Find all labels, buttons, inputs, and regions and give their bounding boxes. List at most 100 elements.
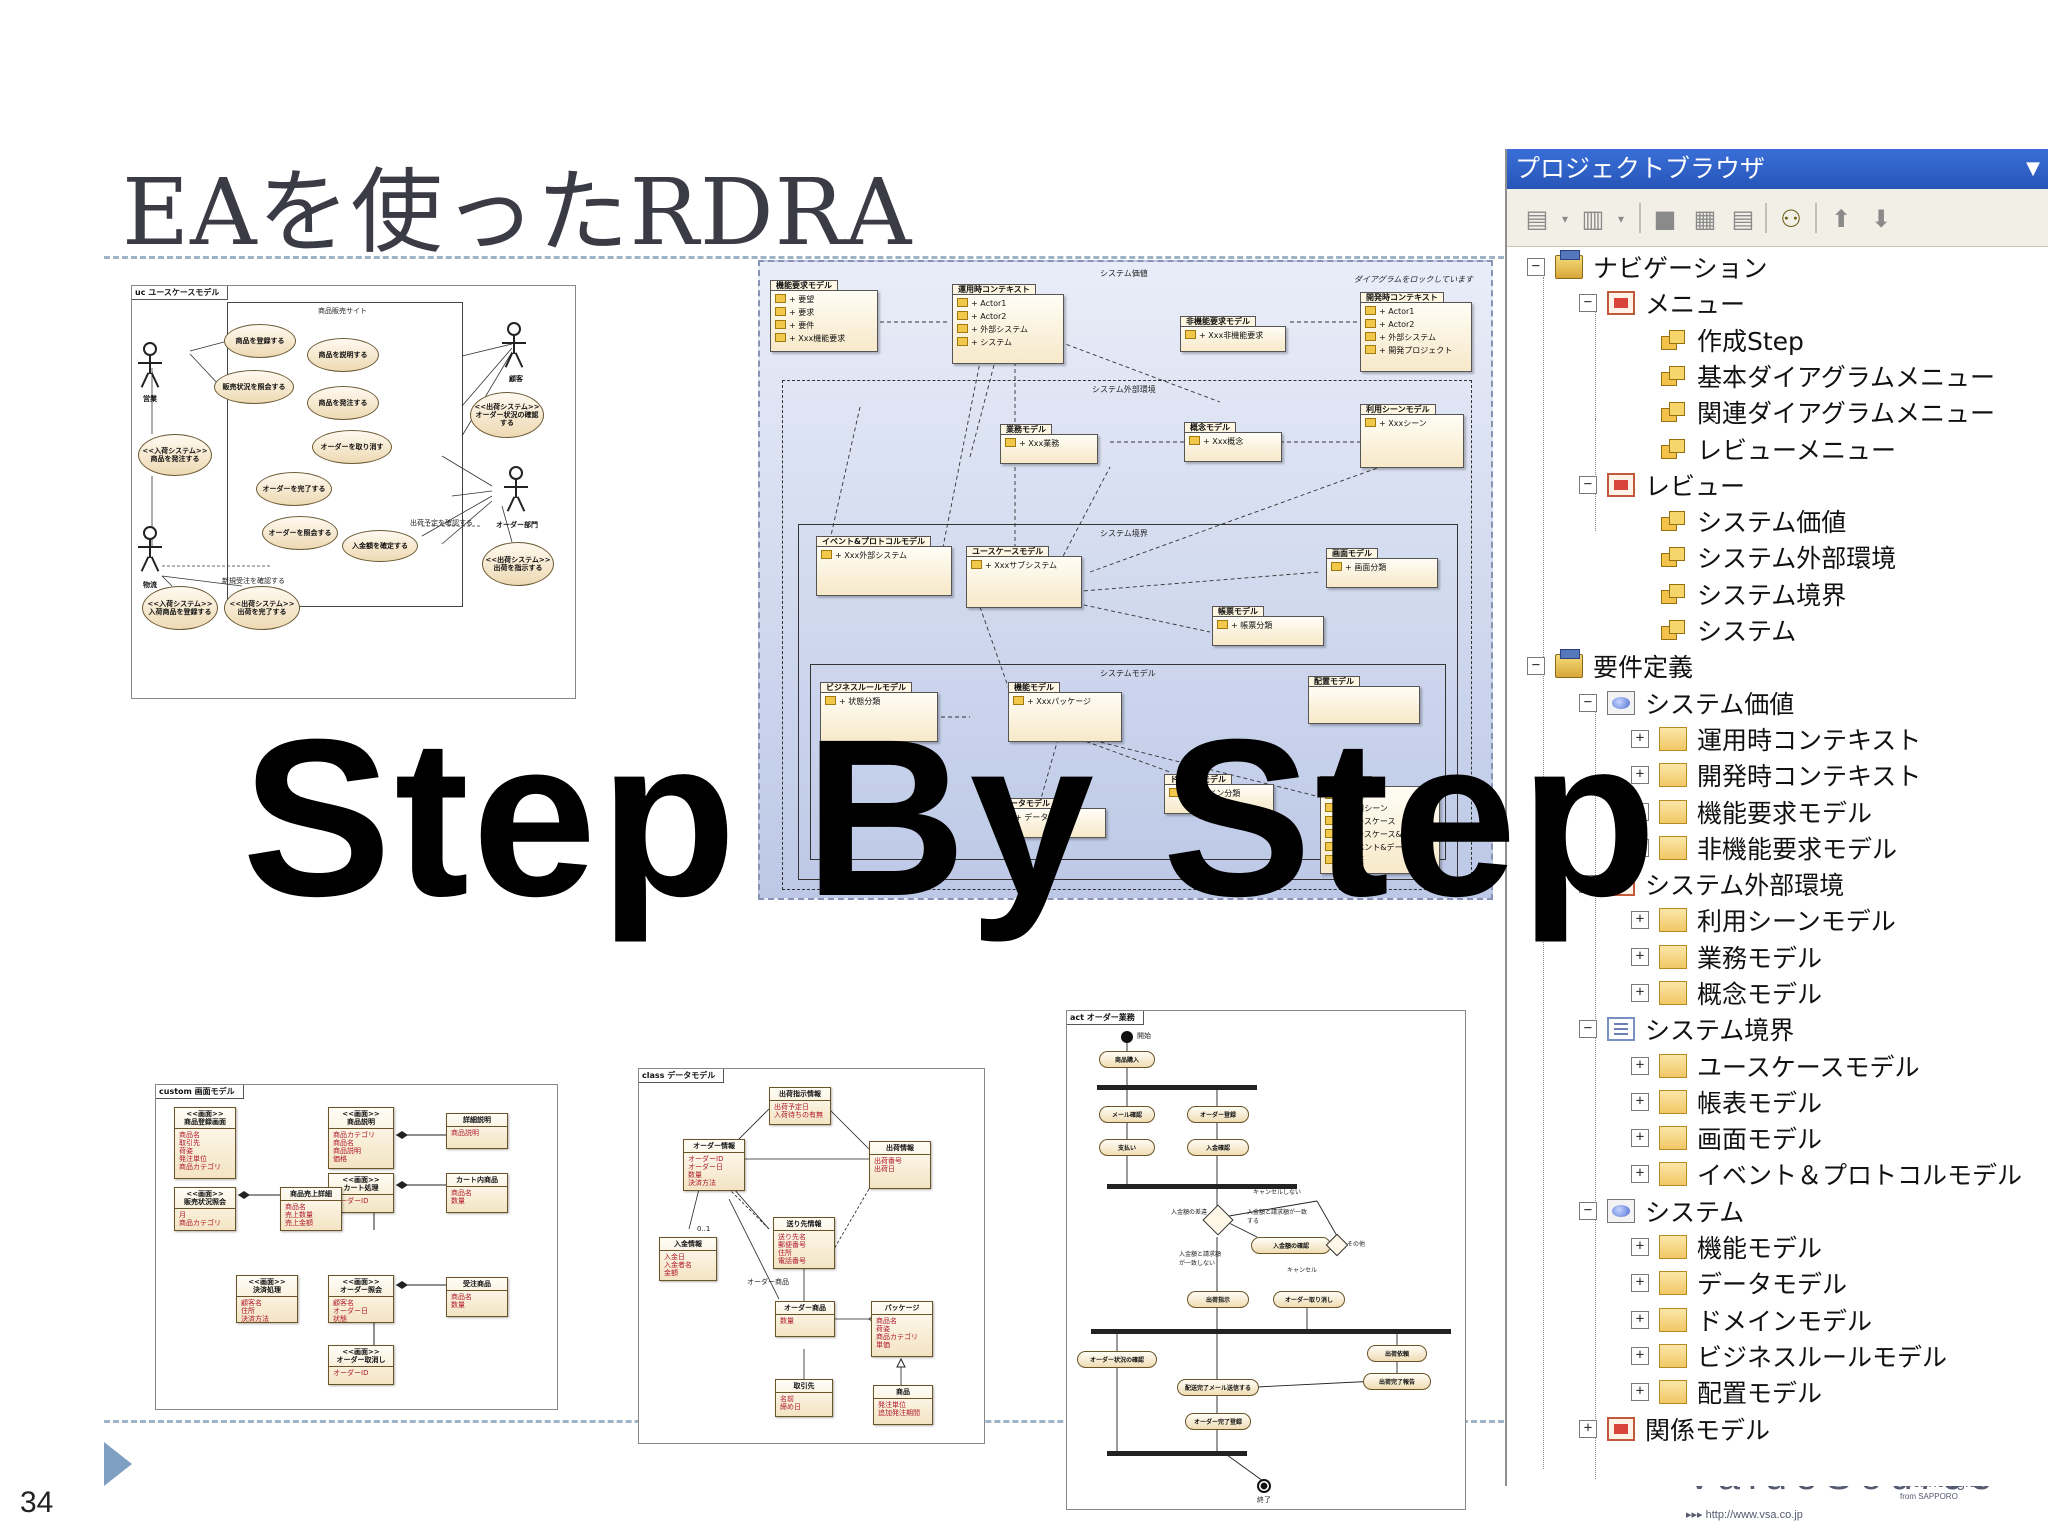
tree-item[interactable]: +帳表モデル bbox=[1631, 1084, 1822, 1120]
expand-icon[interactable]: + bbox=[1631, 1165, 1649, 1183]
tree-item[interactable]: − メニュー bbox=[1579, 285, 1745, 321]
tree-item[interactable]: +非機能要求モデル bbox=[1631, 830, 1897, 866]
folder-icon[interactable]: ■ bbox=[1653, 205, 1677, 233]
data-attr: 発注単位 bbox=[878, 1401, 906, 1409]
tree-item-label: 関係モデル bbox=[1645, 1416, 1771, 1445]
usecase-ellipse: 商品を説明する bbox=[307, 338, 379, 372]
collapse-icon[interactable]: − bbox=[1579, 476, 1597, 494]
data-class-name: オーダー情報 bbox=[684, 1140, 744, 1153]
tree-item[interactable]: −システム bbox=[1579, 1193, 1744, 1229]
expand-icon[interactable]: + bbox=[1631, 1057, 1649, 1075]
data-class-name: 送り先情報 bbox=[774, 1218, 834, 1231]
tree-item[interactable]: + 関係モデル bbox=[1579, 1411, 1770, 1447]
tree-item[interactable]: +機能モデル bbox=[1631, 1229, 1822, 1265]
collapse-icon[interactable]: − bbox=[1579, 1020, 1597, 1038]
cabinet-icon bbox=[1555, 250, 1583, 279]
screen-box: <<画面>>決済処理顧客名住所決済方法 bbox=[236, 1275, 298, 1323]
new-element-icon[interactable]: ▤ bbox=[1525, 205, 1549, 233]
tree-item[interactable]: +業務モデル bbox=[1631, 939, 1822, 975]
tree-item[interactable]: +利用シーンモデル bbox=[1631, 902, 1896, 938]
expand-icon[interactable]: + bbox=[1631, 839, 1649, 857]
tree-item[interactable]: 関連ダイアグラムメニュー bbox=[1659, 394, 1995, 430]
properties-icon[interactable]: ▤ bbox=[1731, 205, 1755, 233]
collapse-icon[interactable]: − bbox=[1527, 258, 1545, 276]
data-attr: 入金日 bbox=[664, 1253, 685, 1261]
expand-icon[interactable]: + bbox=[1631, 1093, 1649, 1111]
tree-icon[interactable]: ▦ bbox=[1693, 205, 1717, 233]
new-diagram-dropdown-icon[interactable]: ▾ bbox=[1617, 212, 1625, 226]
tree-item[interactable]: +概念モデル bbox=[1631, 975, 1822, 1011]
package-name: 関係モデル bbox=[1320, 776, 1372, 787]
expand-icon[interactable]: + bbox=[1631, 803, 1649, 821]
folder-icon bbox=[1659, 1126, 1687, 1150]
move-down-icon[interactable]: ⬇ bbox=[1870, 205, 1892, 233]
collapse-icon[interactable]: − bbox=[1579, 294, 1597, 312]
package-name: ビジネスルールモデル bbox=[820, 682, 912, 693]
tree-item[interactable]: システム境界 bbox=[1659, 576, 1846, 612]
fork-bar bbox=[1091, 1329, 1451, 1334]
tree-item[interactable]: −ナビゲーション bbox=[1527, 249, 1768, 285]
expand-icon[interactable]: + bbox=[1631, 1311, 1649, 1329]
package-name: 配置モデル bbox=[1308, 676, 1360, 687]
screen-field: 売上金額 bbox=[285, 1219, 313, 1227]
collapse-icon[interactable]: − bbox=[1579, 875, 1597, 893]
dropdown-icon[interactable]: ▼ bbox=[2026, 158, 2040, 179]
tree-item[interactable]: +ビジネスルールモデル bbox=[1631, 1338, 1947, 1374]
package-item: + Xxx外部システム bbox=[821, 549, 947, 562]
tree-item[interactable]: +配置モデル bbox=[1631, 1374, 1822, 1410]
expand-icon[interactable]: + bbox=[1631, 1238, 1649, 1256]
tree-item[interactable]: 作成Step bbox=[1659, 322, 1804, 358]
end-label: 終了 bbox=[1257, 1496, 1271, 1504]
tree-item[interactable]: システム bbox=[1659, 612, 1796, 648]
tree-item[interactable]: +運用時コンテキスト bbox=[1631, 721, 1921, 757]
tree-item-label: 基本ダイアグラムメニュー bbox=[1697, 363, 1996, 392]
browser-title: プロジェクトブラウザ bbox=[1515, 154, 1766, 183]
activity-node: 出荷依頼 bbox=[1367, 1345, 1427, 1362]
screen-box: <<画面>>オーダー取消しオーダーID bbox=[328, 1345, 394, 1385]
tree-item[interactable]: +データモデル bbox=[1631, 1265, 1847, 1301]
move-up-icon[interactable]: ⬆ bbox=[1830, 205, 1852, 233]
activity-frame-label: act オーダー業務 bbox=[1067, 1011, 1144, 1025]
fork-bar bbox=[1097, 1085, 1257, 1090]
folder-icon bbox=[1659, 727, 1687, 751]
collapse-icon[interactable]: − bbox=[1527, 657, 1545, 675]
expand-icon[interactable]: + bbox=[1631, 911, 1649, 929]
binoculars-icon[interactable]: ⚇ bbox=[1780, 205, 1802, 233]
new-element-dropdown-icon[interactable]: ▾ bbox=[1561, 212, 1569, 226]
tree-item[interactable]: +画面モデル bbox=[1631, 1120, 1822, 1156]
collapse-icon[interactable]: − bbox=[1579, 1202, 1597, 1220]
tree-item[interactable]: −システム境界 bbox=[1579, 1011, 1794, 1047]
expand-icon[interactable]: + bbox=[1631, 984, 1649, 1002]
tree-item[interactable]: −レビュー bbox=[1579, 467, 1745, 503]
tree-item[interactable]: システム価値 bbox=[1659, 503, 1846, 539]
expand-icon[interactable]: + bbox=[1579, 1420, 1597, 1438]
title-divider bbox=[104, 256, 1504, 259]
tree-item[interactable]: 基本ダイアグラムメニュー bbox=[1659, 358, 1995, 394]
slide-title: EAを使ったRDRA bbox=[122, 159, 913, 266]
expand-icon[interactable]: + bbox=[1631, 1347, 1649, 1365]
expand-icon[interactable]: + bbox=[1631, 766, 1649, 784]
tree-item[interactable]: +イベント＆プロトコルモデル bbox=[1631, 1156, 2022, 1192]
tree-item[interactable]: レビューメニュー bbox=[1659, 431, 1896, 467]
tree-item[interactable]: +ドメインモデル bbox=[1631, 1302, 1872, 1338]
expand-icon[interactable]: + bbox=[1631, 730, 1649, 748]
tree-item[interactable]: −システム外部環境 bbox=[1579, 866, 1844, 902]
data-class-name: 出荷指示情報 bbox=[770, 1088, 830, 1101]
tree-item[interactable]: +機能要求モデル bbox=[1631, 794, 1872, 830]
tree-item[interactable]: −要件定義 bbox=[1527, 648, 1693, 684]
tree-item-label: メニュー bbox=[1645, 290, 1746, 319]
tree-item[interactable]: +開発時コンテキスト bbox=[1631, 757, 1921, 793]
usecase-ellipse: 商品を登録する bbox=[224, 324, 296, 358]
tree-item[interactable]: +ユースケースモデル bbox=[1631, 1048, 1920, 1084]
expand-icon[interactable]: + bbox=[1631, 1129, 1649, 1147]
expand-icon[interactable]: + bbox=[1631, 948, 1649, 966]
tree-item[interactable]: システム外部環境 bbox=[1659, 539, 1896, 575]
screen-field: オーダーID bbox=[333, 1197, 369, 1205]
expand-icon[interactable]: + bbox=[1631, 1383, 1649, 1401]
collapse-icon[interactable]: − bbox=[1579, 694, 1597, 712]
data-class-name: パッケージ bbox=[872, 1302, 932, 1315]
new-diagram-icon[interactable]: ▥ bbox=[1581, 205, 1605, 233]
expand-icon[interactable]: + bbox=[1631, 1274, 1649, 1292]
package-item: + システム bbox=[957, 336, 1059, 349]
tree-item[interactable]: −システム価値 bbox=[1579, 685, 1794, 721]
